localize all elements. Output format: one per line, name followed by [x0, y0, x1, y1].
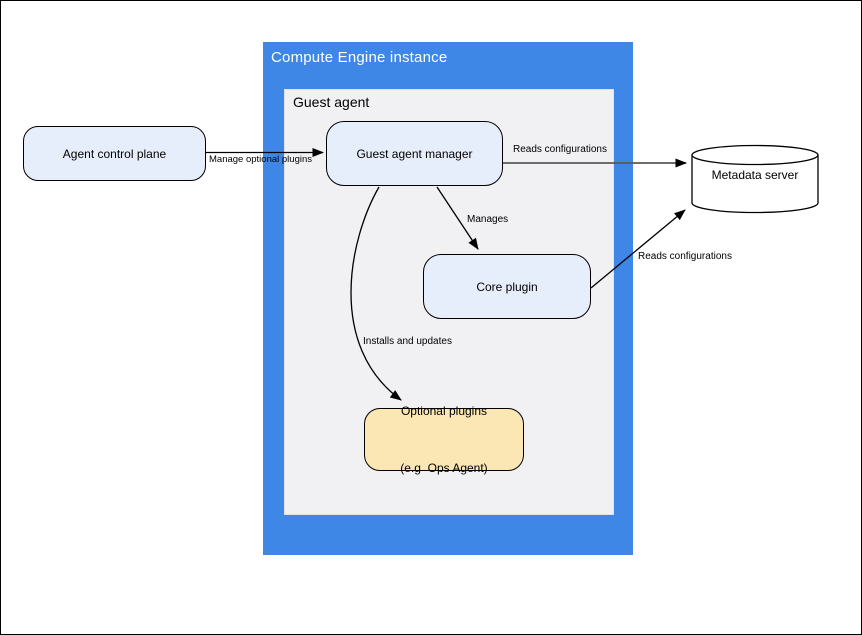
edge-label-installs-and-updates: Installs and updates: [363, 336, 452, 347]
node-metadata-server: Metadata server: [691, 144, 819, 214]
edge-label-manages: Manages: [467, 214, 509, 225]
guest-agent-manager-label: Guest agent manager: [356, 146, 473, 161]
database-cylinder-icon: [691, 144, 819, 214]
edge-label-reads-configurations-manager: Reads configurations: [513, 144, 607, 155]
node-guest-agent-manager: Guest agent manager: [326, 121, 503, 186]
node-core-plugin: Core plugin: [423, 254, 591, 319]
guest-agent-title: Guest agent: [293, 94, 370, 110]
core-plugin-label: Core plugin: [476, 279, 538, 294]
optional-plugins-label-line2: (e.g Ops Agent): [400, 460, 488, 475]
node-agent-control-plane: Agent control plane: [23, 126, 206, 181]
optional-plugins-label: Optional plugins (e.g Ops Agent): [400, 364, 487, 516]
metadata-server-label: Metadata server: [711, 168, 799, 182]
compute-engine-instance-title: Compute Engine instance: [271, 49, 448, 66]
optional-plugins-label-line1: Optional plugins: [400, 403, 488, 418]
edge-label-reads-configurations-core: Reads configurations: [638, 251, 732, 262]
agent-control-plane-label: Agent control plane: [62, 146, 167, 161]
edge-label-manage-optional-plugins: Manage optional plugins: [209, 154, 312, 165]
node-optional-plugins: Optional plugins (e.g Ops Agent): [364, 404, 524, 475]
